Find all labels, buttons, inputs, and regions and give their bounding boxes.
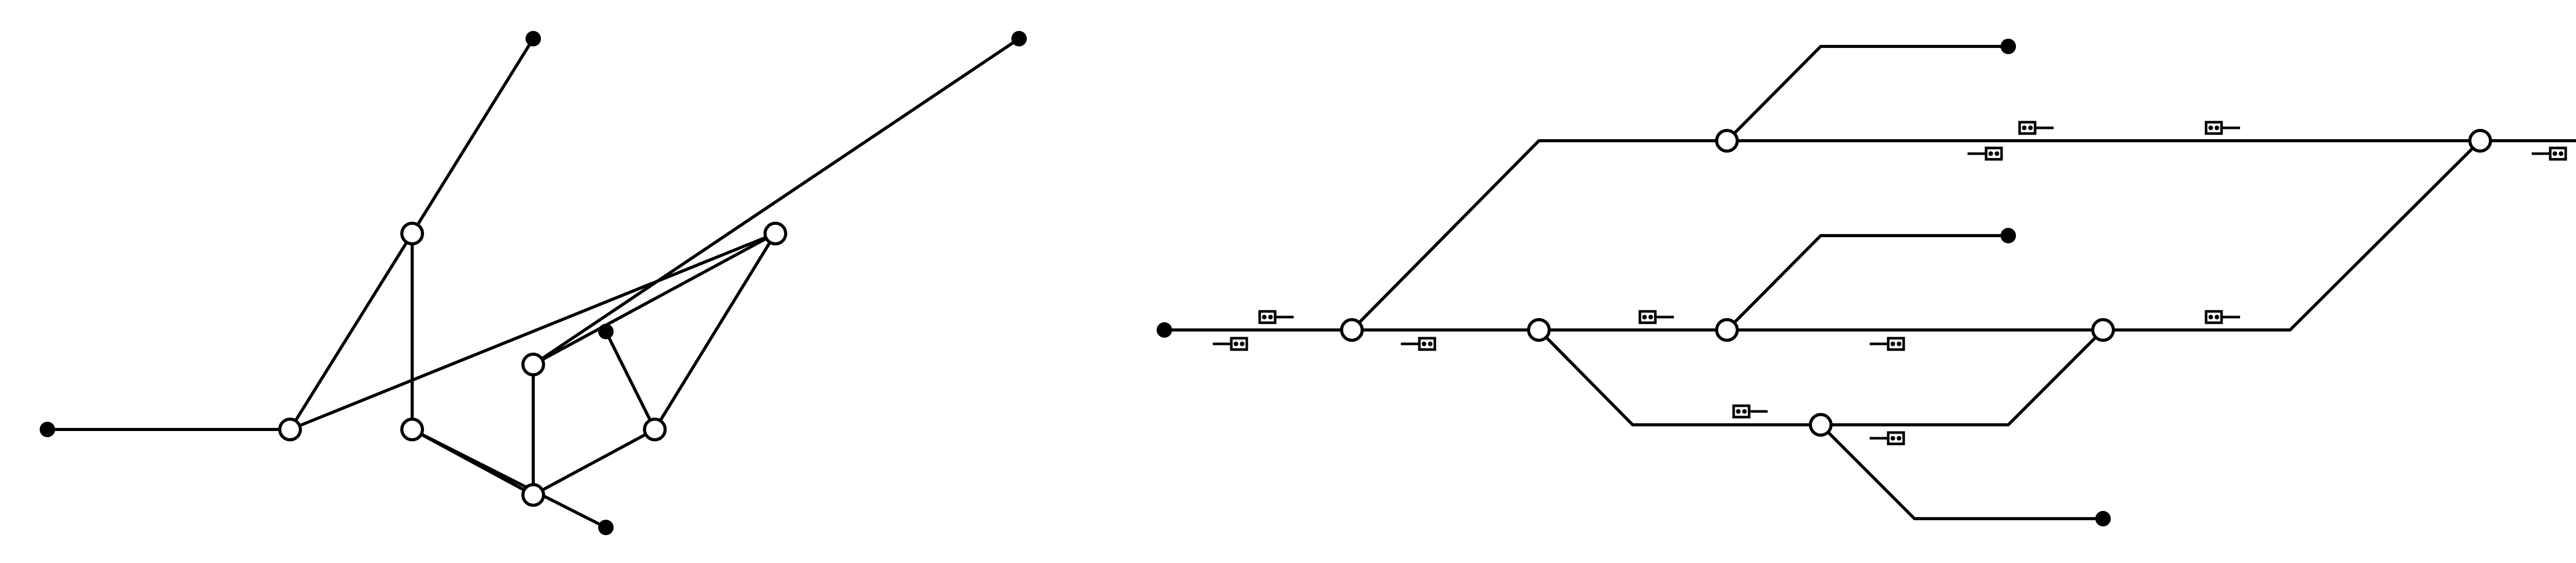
terminal-node-U3	[2095, 511, 2111, 526]
edge-N5-U2	[1727, 236, 2008, 330]
edge-N3-U1	[1727, 46, 2008, 141]
terminal-node-U1	[2001, 39, 2016, 54]
terminal-node-U2	[2001, 228, 2016, 243]
junction-node-N4	[2470, 130, 2490, 151]
terminal-node-T3	[598, 324, 614, 339]
signal-icon	[1640, 311, 1674, 323]
junction-node-N2	[1529, 320, 1549, 340]
junction-node-C	[765, 223, 786, 244]
edge-N1-N3	[1352, 141, 1727, 330]
edge-N6-N7	[1821, 330, 2103, 425]
signal-icon	[2532, 148, 2566, 159]
edge-N2-N6	[1539, 330, 1821, 425]
signal-icon	[1870, 338, 1904, 350]
signal-icon	[2206, 122, 2240, 134]
junction-node-N6	[1810, 415, 1831, 435]
edge-E-G	[412, 429, 533, 495]
edge-F-G	[533, 429, 655, 495]
terminal-node-A	[40, 422, 55, 437]
junction-node-B	[280, 419, 300, 440]
edge-F-T3	[606, 332, 655, 429]
signal-icon	[1734, 406, 1768, 417]
junction-node-N3	[1717, 130, 1737, 151]
terminal-node-L	[1157, 322, 1172, 338]
signal-icon	[1213, 338, 1247, 350]
edge-D-T1	[412, 39, 533, 234]
junction-node-N7	[2093, 320, 2113, 340]
edge-C-F	[655, 234, 775, 429]
signal-icon	[1260, 311, 1294, 323]
junction-node-E	[402, 419, 422, 440]
signal-icon	[2020, 122, 2054, 134]
signal-icon	[1401, 338, 1435, 350]
signal-icon	[1968, 148, 2002, 159]
edge-N6-U3	[1821, 425, 2103, 519]
terminal-node-T4	[1011, 31, 1027, 46]
edge-N7-N4	[2103, 141, 2480, 330]
left-network-diagram	[40, 31, 1027, 535]
right-track-layout-diagram	[1157, 39, 2576, 526]
junction-node-N5	[1717, 320, 1737, 340]
junction-node-D	[402, 223, 422, 244]
terminal-node-T1	[526, 31, 541, 46]
junction-node-N1	[1342, 320, 1362, 340]
terminal-node-T2	[598, 520, 614, 535]
edge-H-T4	[533, 39, 1019, 365]
junction-node-F	[645, 419, 665, 440]
junction-node-H	[523, 354, 544, 375]
junction-node-G	[523, 485, 544, 505]
edge-C-H	[533, 234, 775, 365]
signal-icon	[1870, 433, 1904, 444]
edge-B-D	[290, 234, 412, 429]
signal-icon	[2206, 311, 2240, 323]
